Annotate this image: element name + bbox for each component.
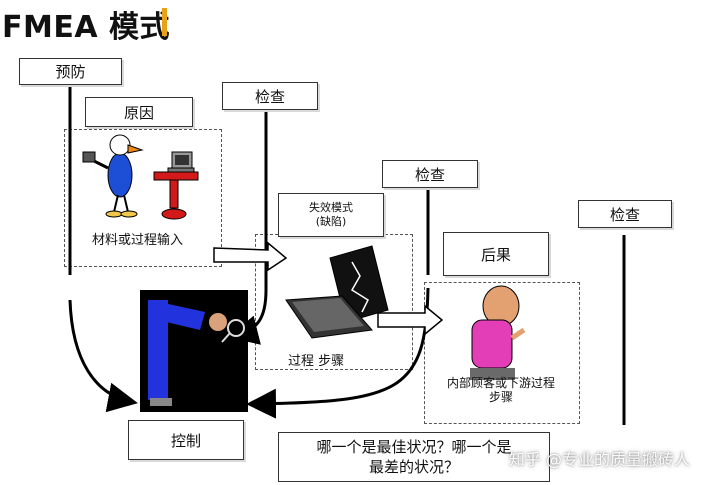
customer-label: 内部顾客或下游过程 步骤 [436, 376, 566, 404]
laptop-icon [285, 245, 389, 339]
input-to-process-arrow [213, 241, 288, 272]
question-line2: 最差的状况？ [368, 458, 459, 476]
question-note: 哪一个是最佳状况？哪一个是 最差的状况？ [278, 432, 550, 482]
watermark: 知乎 @专业的质量搬砖人 [508, 450, 690, 469]
control-box: 控制 [128, 420, 244, 460]
cause-box: 原因 [85, 97, 193, 127]
material-input-label: 材料或过程输入 [92, 233, 184, 248]
customer-label-line2: 步骤 [488, 390, 513, 404]
prevent-to-control-arrow [68, 299, 138, 413]
cause-group [64, 129, 222, 267]
consequence-box: 后果 [443, 232, 549, 276]
check3-box: 检查 [578, 200, 672, 228]
check1-box: 检查 [222, 82, 318, 110]
check1-to-control-arrow [228, 289, 268, 345]
consequence-group [424, 282, 580, 424]
question-line1: 哪一个是最佳状况？哪一个是 [316, 438, 512, 456]
customer-label-line1: 内部顾客或下游过程 [446, 376, 555, 390]
computer-icon [153, 151, 199, 220]
failure-mode-box: 失效模式 (缺陷) [278, 193, 384, 237]
prevent-box: 预防 [19, 58, 122, 85]
title-accent-bar [162, 8, 167, 36]
check2-box: 检查 [382, 160, 478, 188]
process-to-consequence-arrow [377, 304, 444, 336]
duck-hammer-icon [82, 134, 144, 218]
worker-inspector-icon [148, 300, 245, 406]
failure-mode-sub-label: (缺陷) [315, 215, 347, 228]
thinking-man-icon [470, 285, 526, 380]
page-title: FMEA 模式 [2, 10, 171, 45]
failure-mode-label: 失效模式 [309, 201, 353, 214]
process-step-label: 过程 步骤 [288, 354, 345, 369]
